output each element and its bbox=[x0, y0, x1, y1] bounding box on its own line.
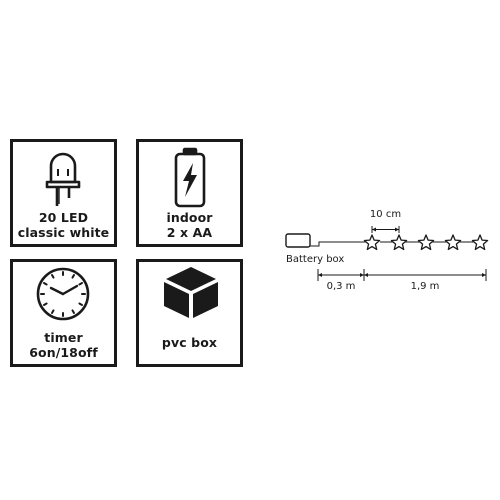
star-light-icon bbox=[390, 234, 408, 251]
led-label: 20 LED classic white bbox=[13, 210, 114, 240]
lead-arrow-right bbox=[360, 273, 364, 277]
lead-length-label: 0,3 m bbox=[327, 281, 356, 292]
battery-box-shape bbox=[285, 233, 311, 248]
star-lights bbox=[363, 234, 489, 251]
cube-box-icon bbox=[164, 267, 218, 318]
lead-wire bbox=[310, 241, 368, 247]
led-tile: 20 LED classic white bbox=[10, 139, 117, 247]
battery-box-label: Battery box bbox=[286, 254, 344, 265]
packaging-text: pvc box bbox=[161, 335, 218, 350]
power-tile: indoor 2 x AA bbox=[136, 139, 243, 247]
star-light-icon bbox=[444, 234, 462, 251]
spacing-label: 10 cm bbox=[370, 209, 401, 220]
led-count-text: 20 LED bbox=[38, 210, 89, 225]
spacing-arrow-right bbox=[395, 227, 399, 232]
lit-arrow-left bbox=[364, 273, 368, 277]
timer-tile: timer 6on/18off bbox=[10, 259, 117, 367]
lit-length-label: 1,9 m bbox=[411, 281, 440, 292]
timer-cycle-text: 6on/18off bbox=[29, 345, 98, 360]
battery-icon bbox=[174, 147, 206, 208]
pvcbox-tile: pvc box bbox=[136, 259, 243, 367]
timer-label: timer 6on/18off bbox=[13, 330, 114, 360]
led-color-text: classic white bbox=[17, 225, 110, 240]
led-bulb-icon bbox=[45, 152, 81, 206]
lit-arrow-right bbox=[482, 273, 486, 277]
spacing-arrow-left bbox=[372, 227, 376, 232]
star-light-icon bbox=[363, 234, 381, 251]
battery-type-text: 2 x AA bbox=[166, 225, 213, 240]
timer-title-text: timer bbox=[44, 330, 83, 345]
star-light-icon bbox=[471, 234, 489, 251]
power-label: indoor 2 x AA bbox=[139, 210, 240, 240]
clock-icon bbox=[36, 267, 90, 321]
pvcbox-label: pvc box bbox=[139, 335, 240, 350]
lead-arrow-left bbox=[318, 273, 322, 277]
star-light-icon bbox=[417, 234, 435, 251]
usage-text: indoor bbox=[166, 210, 213, 225]
